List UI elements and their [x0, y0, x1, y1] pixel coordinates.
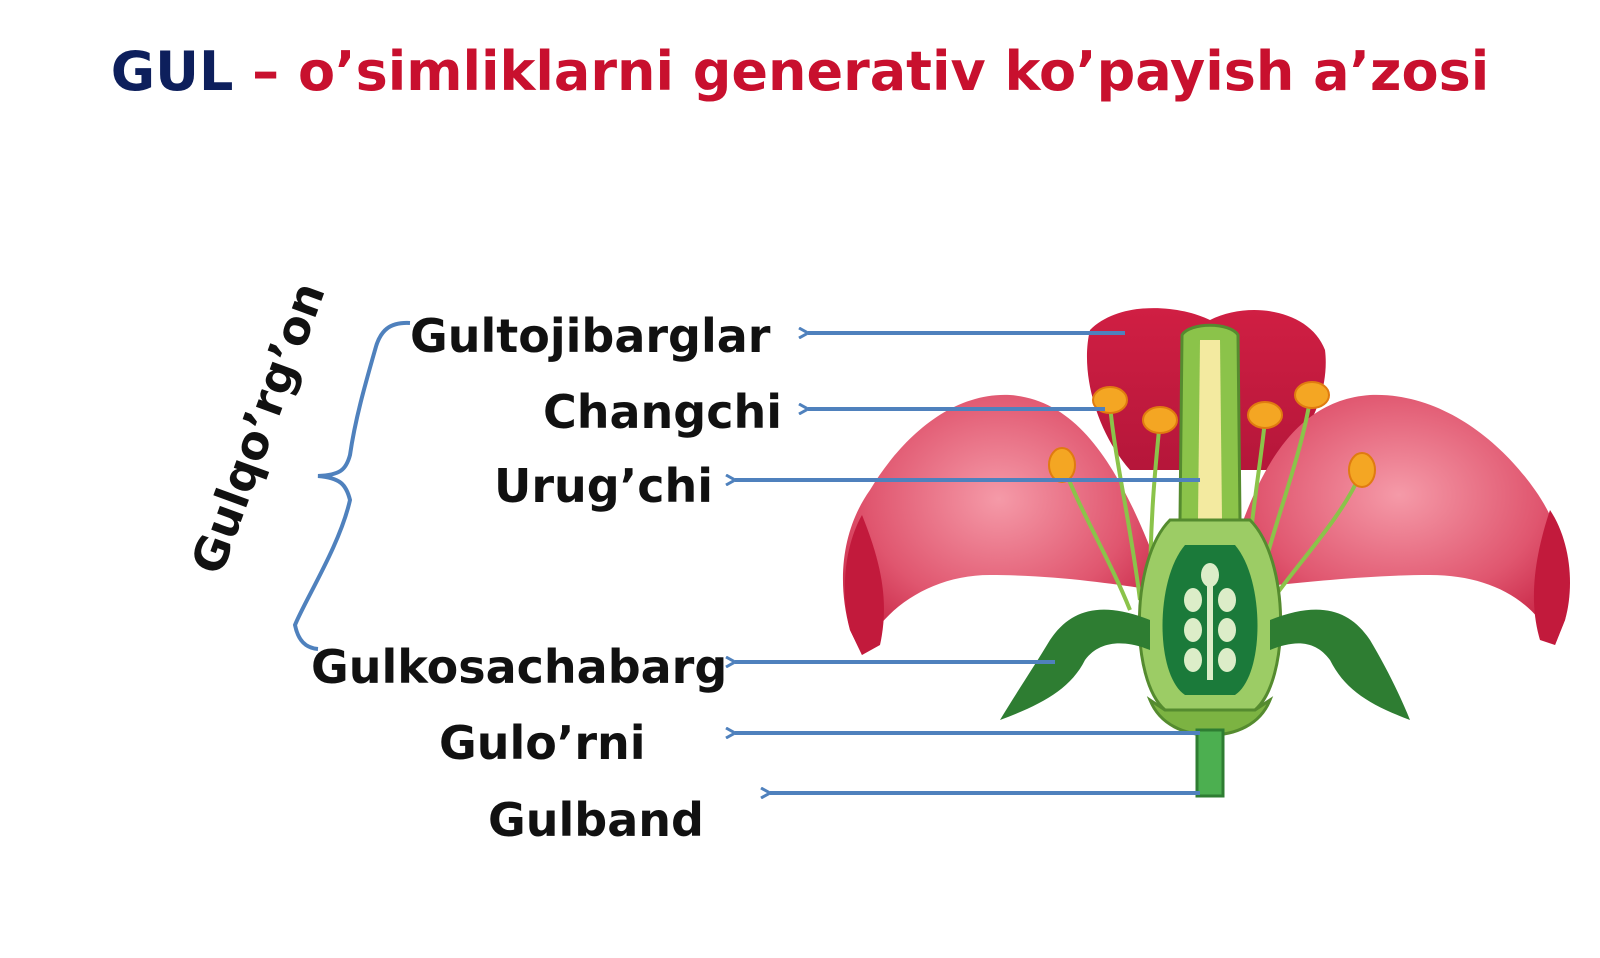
- left-petal: [842, 394, 1155, 655]
- label-stamen: Changchi: [543, 385, 783, 439]
- perianth-brace: [292, 320, 411, 651]
- flower-illustration: [842, 308, 1570, 798]
- right-petal: [1230, 394, 1569, 645]
- label-sepal: Gulkosachabarg: [311, 640, 728, 694]
- left-petal-edge: [844, 515, 884, 655]
- label-pedicel: Gulband: [488, 793, 704, 847]
- label-receptacle: Gulo’rni: [439, 716, 646, 770]
- anthers: [1048, 381, 1376, 488]
- pistil-style-inner: [1198, 340, 1222, 520]
- title-rest: – o’simliklarni generativ ko’payish a’zo…: [233, 40, 1490, 103]
- page-title: GUL – o’simliklarni generativ ko’payish …: [0, 40, 1600, 105]
- label-petals: Gultojibarglar: [410, 309, 771, 363]
- right-sepal: [1270, 609, 1410, 720]
- right-petal-edge: [1533, 510, 1570, 645]
- label-pistil: Urug’chi: [494, 459, 713, 513]
- left-sepal: [1000, 609, 1150, 720]
- pedicel: [1195, 728, 1225, 798]
- ovules: [1184, 563, 1236, 680]
- title-strong: GUL: [110, 40, 234, 103]
- pointer-arrows: [735, 333, 1200, 793]
